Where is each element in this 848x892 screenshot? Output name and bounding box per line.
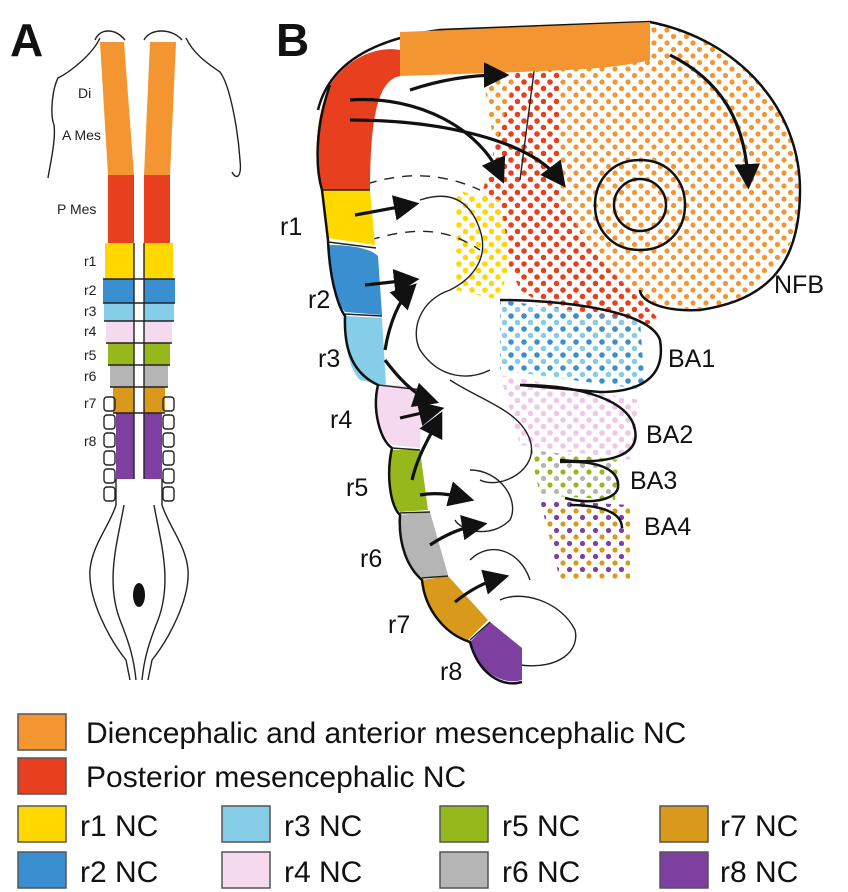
panel-b-letter: B: [276, 14, 309, 66]
legend-swatch: [440, 806, 488, 842]
legend-label: r6 NC: [502, 856, 580, 889]
legend-label: r2 NC: [80, 856, 158, 889]
panel-a-segment-labels: r1 r2 r3 r4 r5 r6 r7 r8: [84, 253, 97, 449]
legend-label: r1 NC: [80, 810, 158, 843]
panel-a-label-r8: r8: [84, 433, 97, 449]
legend-label: r7 NC: [720, 810, 798, 843]
panel-a-letter: A: [10, 14, 43, 66]
legend-label: r3 NC: [284, 810, 362, 843]
legend-swatch: [222, 806, 270, 842]
panel-a-tail-outline: [90, 479, 188, 680]
panel-a-label-r4: r4: [84, 323, 97, 339]
panel-a-label-r2: r2: [84, 282, 97, 298]
panel-a-head-outline: [48, 38, 240, 178]
legend-swatch: [660, 852, 708, 888]
panel-a-fold-caps: [95, 31, 182, 40]
panel-a-label-a-mes: A Mes: [62, 127, 101, 143]
legend-item-6: r5 NC: [440, 806, 580, 843]
legend-item-3: r2 NC: [18, 852, 158, 889]
legend-item-2: r1 NC: [18, 806, 158, 843]
panel-b-label-nfb: NFB: [774, 271, 824, 299]
legend-item-8: r7 NC: [660, 806, 798, 843]
panel-a-label-r6: r6: [84, 368, 97, 384]
legend-label: r4 NC: [284, 856, 362, 889]
arrow-r6: [430, 525, 478, 545]
arrow-r3: [385, 290, 410, 350]
panel-b-label-r7: r7: [388, 611, 410, 639]
legend-swatch: [18, 758, 66, 794]
legend-item-7: r6 NC: [440, 852, 580, 889]
panel-b-label-r5: r5: [346, 474, 368, 502]
legend-swatch: [18, 714, 66, 750]
panel-b-label-r8: r8: [440, 658, 462, 686]
legend-item-4: r3 NC: [222, 806, 362, 843]
panel-b-label-ba2: BA2: [646, 421, 693, 449]
panel-a-label-r1: r1: [84, 253, 97, 269]
arrow-r5b: [420, 494, 465, 498]
panel-a: A: [10, 14, 240, 680]
legend-swatch: [18, 852, 66, 888]
panel-a-label-di: Di: [78, 85, 91, 101]
legend-swatch: [18, 806, 66, 842]
arrow-r7: [455, 578, 500, 602]
panel-b-label-r3: r3: [318, 345, 340, 373]
panel-b-label-r1: r1: [280, 213, 302, 241]
legend-label: r5 NC: [502, 810, 580, 843]
panel-a-label-r5: r5: [84, 347, 97, 363]
panel-b-label-ba1: BA1: [668, 345, 715, 373]
panel-a-label-p-mes: P Mes: [57, 201, 96, 217]
legend-swatch: [440, 852, 488, 888]
legend: Diencephalic and anterior mesencephalic …: [18, 714, 798, 889]
legend-label: Diencephalic and anterior mesencephalic …: [86, 717, 686, 750]
panel-a-node: [133, 583, 145, 607]
legend-item-9: r8 NC: [660, 852, 798, 889]
panel-b-label-ba3: BA3: [630, 467, 677, 495]
panel-b: B: [276, 14, 824, 686]
panel-b-label-ba4: BA4: [644, 513, 691, 541]
legend-swatch: [660, 806, 708, 842]
panel-a-label-r3: r3: [84, 303, 97, 319]
legend-item-0: Diencephalic and anterior mesencephalic …: [18, 714, 686, 750]
panel-b-label-r2: r2: [308, 286, 330, 314]
panel-b-label-r6: r6: [360, 545, 382, 573]
legend-item-1: Posterior mesencephalic NC: [18, 758, 466, 794]
legend-label: Posterior mesencephalic NC: [86, 761, 466, 794]
panel-b-structure-labels: NFB BA1 BA2 BA3 BA4: [630, 271, 824, 541]
legend-swatch: [222, 852, 270, 888]
legend-item-5: r4 NC: [222, 852, 362, 889]
legend-label: r8 NC: [720, 856, 798, 889]
panel-a-label-r7: r7: [84, 395, 97, 411]
panel-b-label-r4: r4: [330, 406, 352, 434]
